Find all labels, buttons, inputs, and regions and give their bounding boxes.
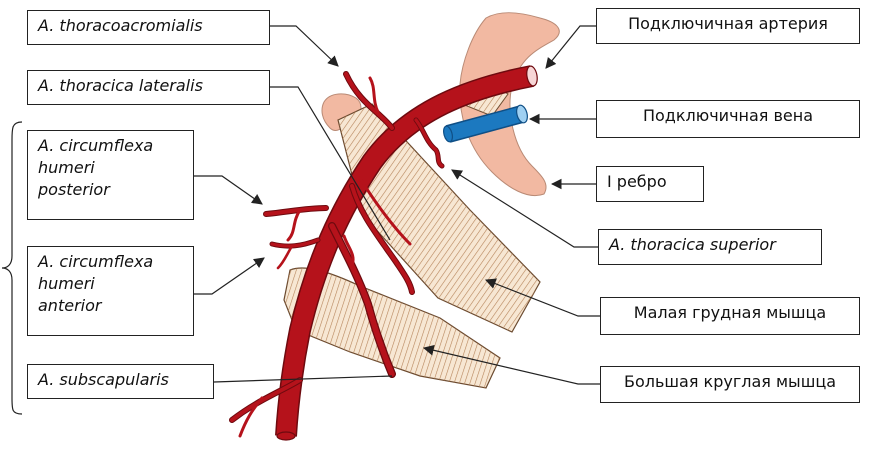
label-circumflexa-anterior: A. circumflexa humeri anterior — [27, 246, 194, 336]
label-pectoralis-minor: Малая грудная мышца — [600, 297, 860, 335]
label-thoracoacromialis: A. thoracoacromialis — [27, 10, 270, 45]
label-subscapularis: A. subscapularis — [27, 364, 214, 399]
label-thoracica-lateralis: A. thoracica lateralis — [27, 70, 270, 105]
label-first-rib: I ребро — [596, 166, 704, 202]
group-brace — [2, 122, 22, 414]
label-thoracica-superior: A. thoracica superior — [598, 229, 822, 265]
label-circumflexa-posterior: A. circumflexa humeri posterior — [27, 130, 194, 220]
label-teres-major: Большая круглая мышца — [600, 366, 860, 403]
label-subclavian-artery: Подключичная артерия — [596, 8, 860, 44]
label-subclavian-vein: Подключичная вена — [596, 100, 860, 138]
